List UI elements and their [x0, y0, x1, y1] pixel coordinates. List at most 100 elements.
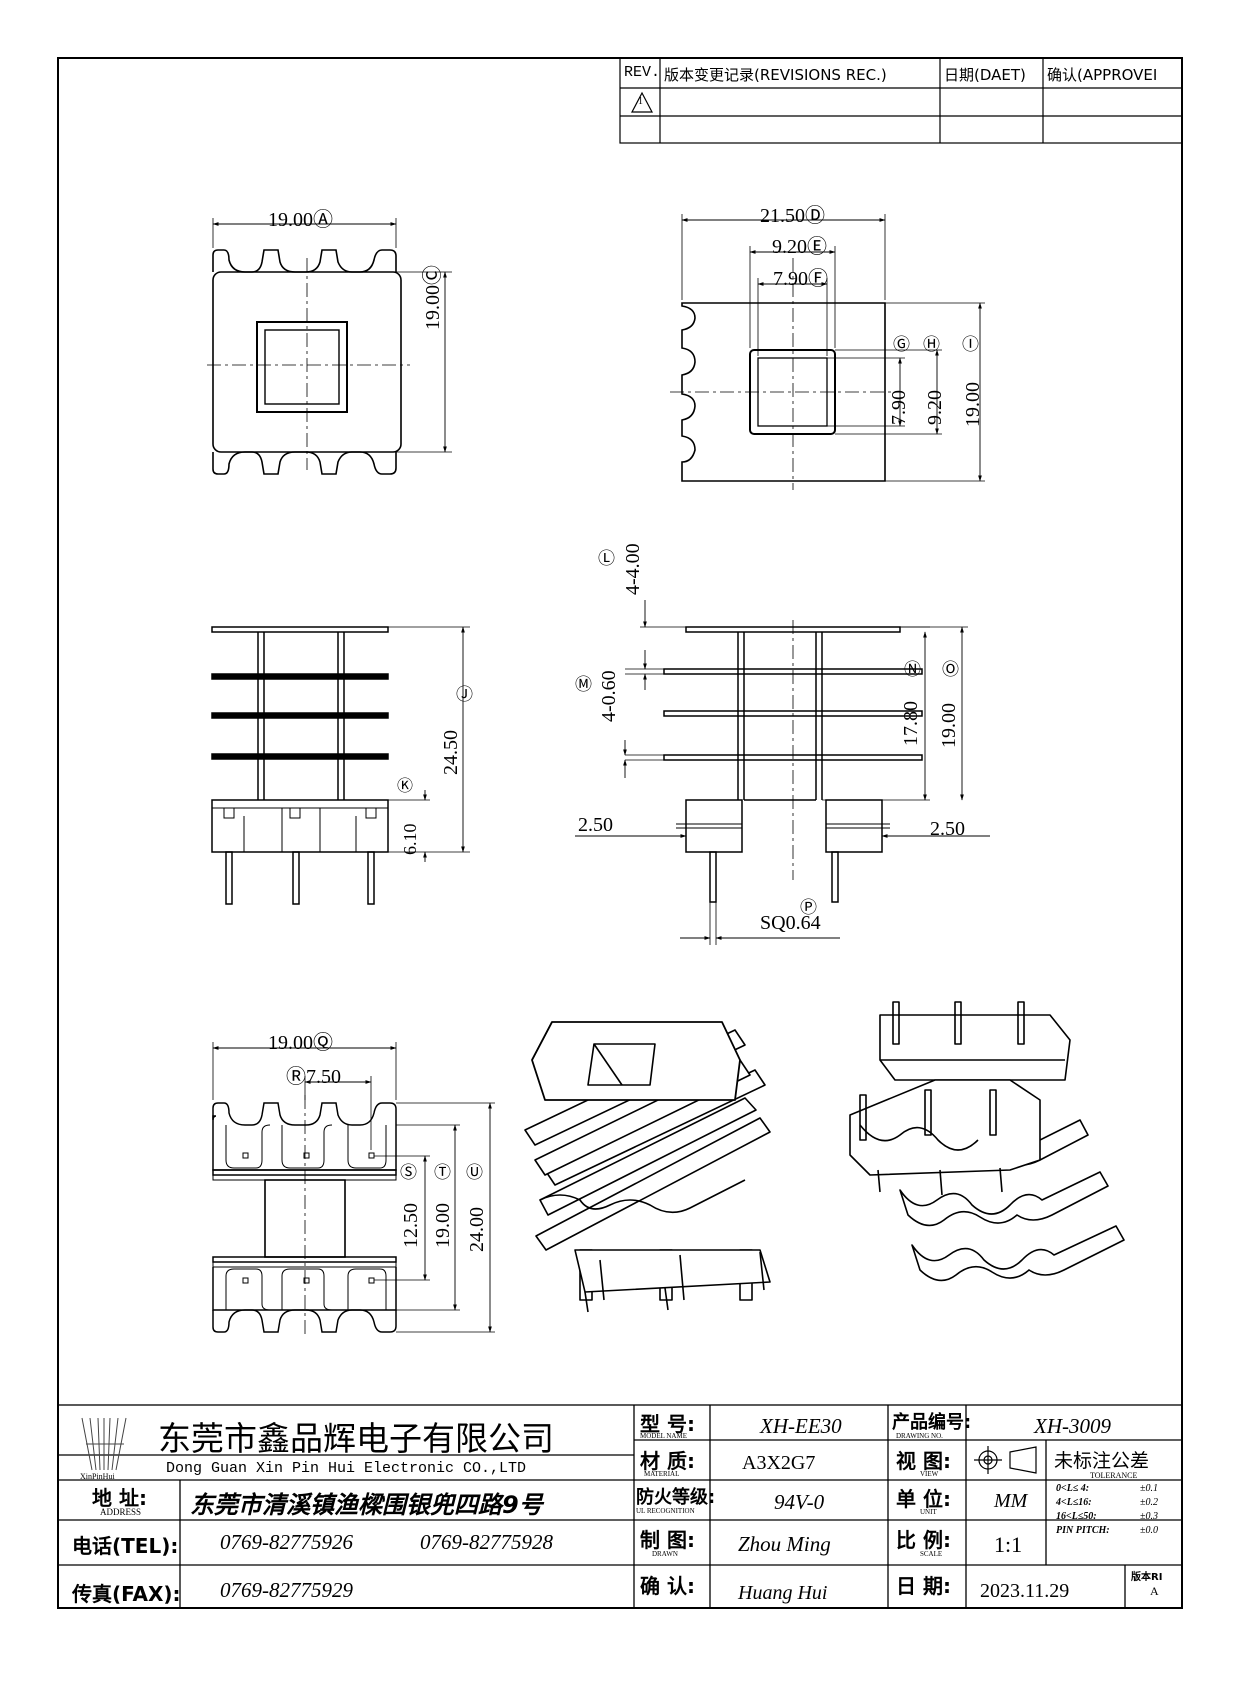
revisions-header: 版本变更记录(REVISIONS REC.)	[664, 66, 887, 84]
dim-t-mark: Ⓣ	[434, 1163, 451, 1182]
material-label-en: MATERIAL	[644, 1470, 680, 1478]
date-header: 日期(DAET)	[944, 66, 1026, 84]
dim-g-mark: Ⓖ	[893, 335, 910, 354]
tel-label: 电话(TEL):	[72, 1534, 179, 1558]
tel-1: 0769-82775926	[220, 1530, 353, 1554]
bottom-view	[212, 1042, 495, 1335]
isometric-view-bottom	[849, 1001, 1125, 1282]
dim-i-mark: Ⓘ	[962, 335, 979, 354]
dim-l-label: 4-4.00	[622, 543, 644, 595]
dim-m-mark: Ⓜ	[575, 675, 592, 694]
tolerance-title: 未标注公差	[1054, 1450, 1150, 1472]
tol-value-3: ±0.3	[1140, 1511, 1158, 1522]
scale-label: 比 例:	[896, 1528, 951, 1552]
dim-o-label: 19.00	[938, 703, 960, 748]
date-label: 日 期:	[896, 1574, 951, 1598]
model-label-en: MODEL NAME	[640, 1432, 687, 1440]
tel-2: 0769-82775928	[420, 1530, 553, 1554]
dim-k-label: 6.10	[400, 823, 420, 856]
dim-t-label: 19.00	[432, 1203, 454, 1248]
unit-label-en: UNIT	[920, 1508, 937, 1516]
dim-u-label: 24.00	[466, 1207, 488, 1252]
top-view	[207, 218, 452, 475]
front-view	[211, 626, 470, 905]
tol-range-2: 4<L≤16:	[1056, 1497, 1092, 1508]
dim-a-label: 19.00Ⓐ	[268, 209, 333, 231]
dim-r-label: Ⓡ7.50	[286, 1066, 341, 1088]
dim-d-label: 21.50Ⓓ	[760, 205, 825, 227]
isometric-view-top	[524, 1021, 771, 1313]
dim-p-label: SQ0.64	[760, 912, 821, 934]
checked-value: Huang Hui	[738, 1582, 828, 1604]
dim-f-label: 7.90Ⓕ	[773, 268, 828, 290]
fire-rating-label: 防火等级:	[636, 1487, 716, 1508]
drawn-label: 制 图:	[640, 1528, 695, 1552]
dim-k-mark: Ⓚ	[397, 778, 414, 795]
check-label: 确 认:	[640, 1574, 695, 1598]
dim-i-label: 19.00	[962, 382, 984, 427]
dim-h-label: 9.20	[924, 390, 946, 425]
dim-c-label: 19.00Ⓒ	[422, 265, 444, 330]
dim-n-mark: Ⓝ	[904, 660, 921, 679]
dim-h-mark: Ⓗ	[923, 335, 940, 354]
address-value: 东莞市清溪镇渔樑围银兜四路9号	[190, 1491, 543, 1519]
tol-value-4: ±0.0	[1140, 1525, 1158, 1536]
drawn-label-en: DRAWN	[652, 1550, 678, 1558]
tol-value-1: ±0.1	[1140, 1483, 1158, 1494]
dim-o-mark: Ⓞ	[942, 660, 959, 679]
revision-number: 1	[638, 96, 643, 107]
dim-p-mark: Ⓟ	[800, 898, 817, 917]
scale-value: 1:1	[994, 1532, 1023, 1557]
revision-table	[619, 57, 1183, 144]
tol-range-4: PIN PITCH:	[1056, 1525, 1110, 1536]
material-value: A3X2G7	[742, 1452, 816, 1474]
revision-triangle-icon	[631, 91, 653, 113]
sheet-border	[57, 57, 1183, 1609]
dim-s-label: 12.50	[400, 1203, 422, 1248]
dim-s-mark: Ⓢ	[400, 1163, 417, 1182]
version-label: 版本RI	[1131, 1572, 1163, 1583]
unit-label: 单 位:	[896, 1487, 951, 1511]
dim-q-label: 19.00Ⓠ	[268, 1032, 333, 1054]
drawing-no-value: XH-3009	[1034, 1414, 1111, 1438]
address-label: 地 址:	[92, 1486, 147, 1510]
dim-n-label: 17.80	[900, 701, 922, 746]
version-value: A	[1150, 1584, 1159, 1598]
dim-e-label: 9.20Ⓔ	[772, 236, 827, 258]
company-name-cn: 东莞市鑫品辉电子有限公司	[158, 1419, 554, 1458]
fax-value: 0769-82775929	[220, 1578, 353, 1602]
rev-header: REV.	[624, 64, 661, 81]
dim-left-label: 2.50	[578, 814, 613, 836]
model-value: XH-EE30	[760, 1414, 842, 1438]
date-value: 2023.11.29	[980, 1580, 1070, 1602]
drawn-value: Zhou Ming	[738, 1532, 831, 1556]
dim-m-label: 4-0.60	[598, 670, 620, 722]
scale-label-en: SCALE	[920, 1550, 943, 1558]
dim-right-label: 2.50	[930, 818, 965, 840]
model-label: 型 号:	[640, 1412, 695, 1436]
title-block-grid	[57, 1404, 1183, 1609]
dim-j-mark: Ⓙ	[456, 685, 473, 704]
dim-l-mark: Ⓛ	[598, 549, 615, 568]
view-label-en: VIEW	[920, 1470, 939, 1478]
drawing-no-label-en: DRAWING NO.	[896, 1432, 943, 1440]
approve-header: 确认(APPROVEI	[1047, 66, 1158, 84]
third-angle-projection-icon	[974, 1446, 1037, 1474]
logo-text: XinPinHui	[80, 1472, 115, 1481]
dim-g-label: 7.90	[888, 390, 910, 425]
material-label: 材 质:	[640, 1449, 695, 1473]
drawing-no-label: 产品编号:	[892, 1412, 972, 1433]
address-label-en: ADDRESS	[100, 1507, 142, 1517]
fire-rating-value: 94V-0	[774, 1490, 825, 1514]
fire-rating-label-en: UL RECOGNITION	[636, 1507, 695, 1515]
dim-j-label: 24.50	[440, 730, 462, 775]
tol-value-2: ±0.2	[1140, 1497, 1158, 1508]
fax-label: 传真(FAX):	[72, 1582, 181, 1606]
tol-range-3: 16<L≤50:	[1056, 1511, 1097, 1522]
company-logo	[81, 1417, 127, 1471]
tol-range-1: 0<L≤ 4:	[1056, 1483, 1090, 1494]
side-view	[670, 214, 985, 490]
company-name-en: Dong Guan Xin Pin Hui Electronic CO.,LTD	[166, 1460, 527, 1477]
tolerance-title-en: TOLERANCE	[1090, 1471, 1138, 1480]
